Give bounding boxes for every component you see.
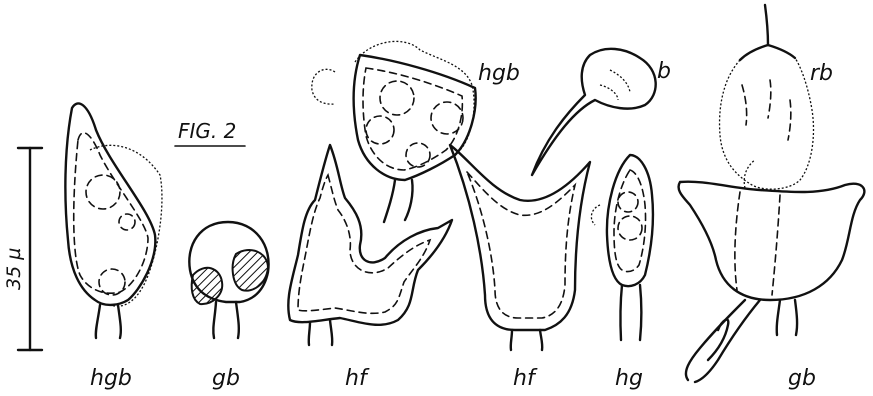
label-hgb-top: hgb (478, 61, 520, 86)
cell-rb-gb (679, 5, 865, 382)
scale-label: 35 µ (3, 248, 25, 290)
label-gb-bottom-2: gb (788, 366, 816, 391)
label-rb-top: rb (810, 61, 833, 86)
cell-hgb-upper (312, 41, 476, 222)
label-hgb-bottom: hgb (90, 366, 132, 391)
cell-hf-left (288, 145, 452, 345)
label-hf-bottom-1: hf (345, 366, 370, 391)
cell-hf-right (450, 145, 590, 350)
label-gb-bottom-1: gb (212, 366, 240, 391)
label-hf-bottom-2: hf (513, 366, 538, 391)
cell-hgb-left (65, 103, 162, 338)
label-b-top: b (657, 59, 671, 84)
cell-gb-small (189, 222, 268, 338)
label-hg-bottom: hg (615, 366, 643, 391)
figure-label: FIG. 2 (178, 119, 236, 143)
cell-hg (591, 155, 653, 340)
